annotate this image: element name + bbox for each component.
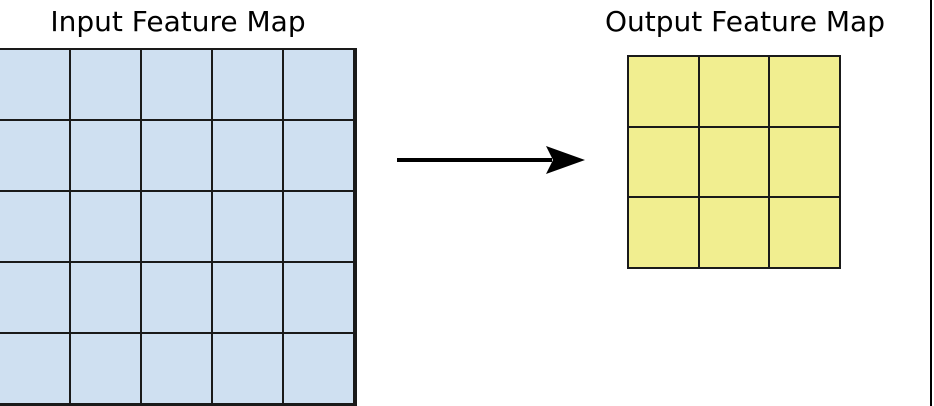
output-cell [629, 127, 698, 197]
output-cell [770, 127, 839, 197]
input-cell [0, 334, 69, 403]
input-cell [142, 121, 211, 190]
input-cell [213, 334, 282, 403]
input-cell [213, 50, 282, 119]
output-cell [770, 198, 839, 267]
input-cell [284, 121, 353, 190]
output-cell [699, 198, 769, 267]
output-cell [699, 57, 769, 126]
input-cell [284, 334, 353, 403]
output-cell [629, 57, 698, 126]
input-cell [284, 263, 353, 332]
input-cell [142, 263, 211, 332]
input-cell [71, 334, 140, 403]
input-cell [142, 334, 211, 403]
input-cell [0, 192, 69, 261]
transform-arrow-icon [397, 146, 585, 174]
output-feature-map-title: Output Feature Map [605, 5, 885, 38]
input-cell [0, 263, 69, 332]
input-cell [0, 121, 69, 190]
input-cell [284, 192, 353, 261]
figure-border-right [930, 0, 932, 406]
input-cell [71, 192, 140, 261]
input-cell [71, 50, 140, 119]
input-feature-map-grid [0, 48, 357, 406]
input-cell [142, 192, 211, 261]
input-cell [213, 192, 282, 261]
input-cell [0, 50, 69, 119]
input-feature-map-title: Input Feature Map [50, 5, 306, 38]
input-cell [71, 263, 140, 332]
output-cell [770, 57, 839, 126]
input-cell [213, 263, 282, 332]
input-cell [142, 50, 211, 119]
input-cell [71, 121, 140, 190]
input-cell [284, 50, 353, 119]
output-cell [699, 127, 769, 197]
output-feature-map-grid [627, 55, 841, 269]
output-cell [629, 198, 698, 267]
input-cell [213, 121, 282, 190]
